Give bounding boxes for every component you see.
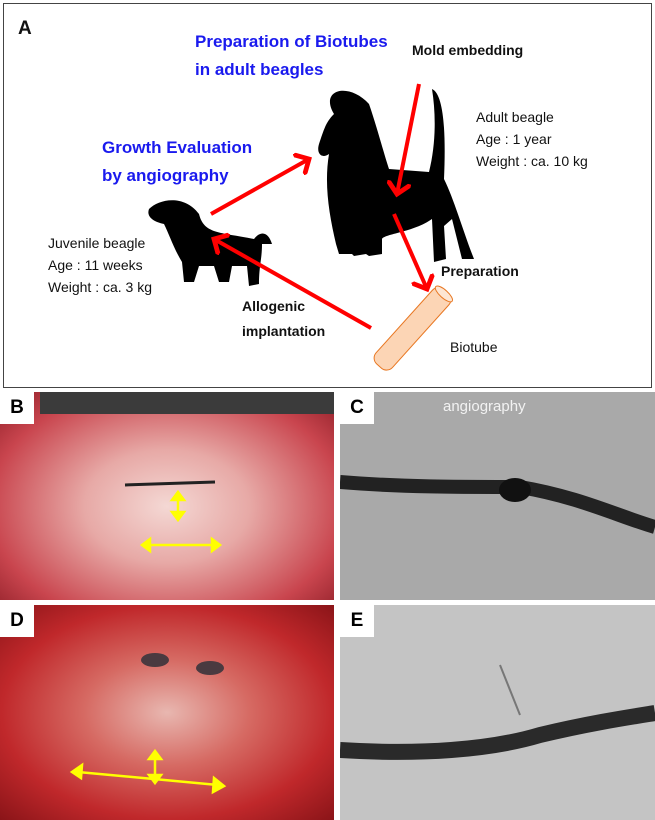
panel-b-markers: [124, 480, 223, 554]
mold-label: Mold embedding: [412, 42, 524, 58]
flow-arrows: [210, 83, 427, 330]
allogenic-line: Allogenic: [242, 298, 306, 314]
juvenile-info: Juvenile beagle Age : 11 weeks Weight : …: [48, 232, 152, 298]
juvenile-dog-silhouette: [148, 200, 272, 286]
growth-title-line: Growth Evaluation: [102, 138, 253, 157]
adult-line: Adult beagle: [476, 109, 554, 125]
preparation-label: Preparation: [441, 263, 519, 279]
angiography-caption: angiography: [443, 398, 526, 415]
growth-title: Growth Evaluation by angiography: [102, 134, 252, 190]
prep-title-line: in adult beagles: [195, 60, 324, 79]
panel-a-label: A: [18, 18, 32, 39]
panel-d-markers: [69, 653, 227, 795]
panel-b-photo: B: [0, 392, 334, 600]
adult-info: Adult beagle Age : 1 year Weight : ca. 1…: [476, 106, 588, 172]
panel-d-photo: D: [0, 605, 334, 820]
panel-a-diagram: [148, 83, 474, 371]
biotube-icon: [373, 285, 454, 371]
allogenic-line: implantation: [242, 323, 326, 339]
panel-e-label: E: [340, 605, 374, 637]
panel-e-angiogram: E: [340, 605, 655, 820]
prep-title: Preparation of Biotubes in adult beagles: [195, 28, 388, 84]
retractor: [40, 392, 334, 414]
juvenile-line: Juvenile beagle: [48, 235, 146, 251]
prep-title-line: Preparation of Biotubes: [195, 32, 388, 51]
panel-b-label: B: [0, 392, 34, 424]
allogenic-text: Allogenic implantation: [242, 294, 325, 344]
biotube-label: Biotube: [450, 339, 498, 355]
panel-c-label: C: [340, 392, 374, 424]
panel-c-angiogram: C angiography: [340, 392, 655, 600]
juvenile-line: Age : 11 weeks: [48, 257, 143, 273]
panel-d-label: D: [0, 605, 34, 637]
panel-c-vessel: [340, 475, 655, 534]
adult-dog-silhouette: [318, 89, 474, 262]
juvenile-line: Weight : ca. 3 kg: [48, 279, 153, 295]
adult-line: Age : 1 year: [476, 131, 552, 147]
panel-e-vessel: [340, 664, 655, 760]
panel-a: A Preparation of Biotubes in adult beagl…: [3, 3, 652, 388]
adult-line: Weight : ca. 10 kg: [476, 153, 588, 169]
growth-title-line: by angiography: [102, 166, 229, 185]
